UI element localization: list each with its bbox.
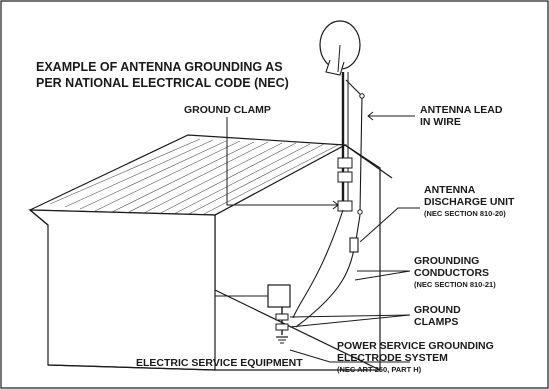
leader-lines xyxy=(214,111,420,363)
label-antenna-lead-1: ANTENNA LEAD xyxy=(420,104,503,116)
label-power-1: POWER SERVICE GROUNDING xyxy=(337,340,494,352)
antenna xyxy=(292,20,365,328)
label-ground-clamps-2: CLAMPS xyxy=(414,316,458,328)
label-power-2: ELECTRODE SYSTEM xyxy=(337,352,448,364)
label-ground-clamp: GROUND CLAMP xyxy=(184,104,271,116)
label-discharge-2: DISCHARGE UNIT xyxy=(424,196,515,208)
label-antenna-lead-2: IN WIRE xyxy=(420,116,461,128)
house-side-wall xyxy=(28,209,216,371)
diagram-title-line2: PER NATIONAL ELECTRICAL CODE (NEC) xyxy=(36,76,289,90)
label-power-ref: (NEC ART 250, PART H) xyxy=(337,365,422,374)
discharge-unit-icon xyxy=(349,237,359,253)
label-electric-service: ELECTRIC SERVICE EQUIPMENT xyxy=(136,357,303,369)
label-discharge-ref: (NEC SECTION 810-20) xyxy=(424,209,506,218)
label-grounding-1: GROUNDING xyxy=(414,255,479,267)
label-ground-clamps-1: GROUND xyxy=(414,304,461,316)
label-grounding-2: CONDUCTORS xyxy=(414,267,489,279)
diagram-title-line1: EXAMPLE OF ANTENNA GROUNDING AS xyxy=(36,60,283,74)
electric-panel-icon xyxy=(267,284,291,308)
label-discharge-1: ANTENNA xyxy=(424,184,476,196)
label-grounding-ref: (NEC SECTION 810-21) xyxy=(414,280,496,289)
roof-shading xyxy=(49,138,339,217)
